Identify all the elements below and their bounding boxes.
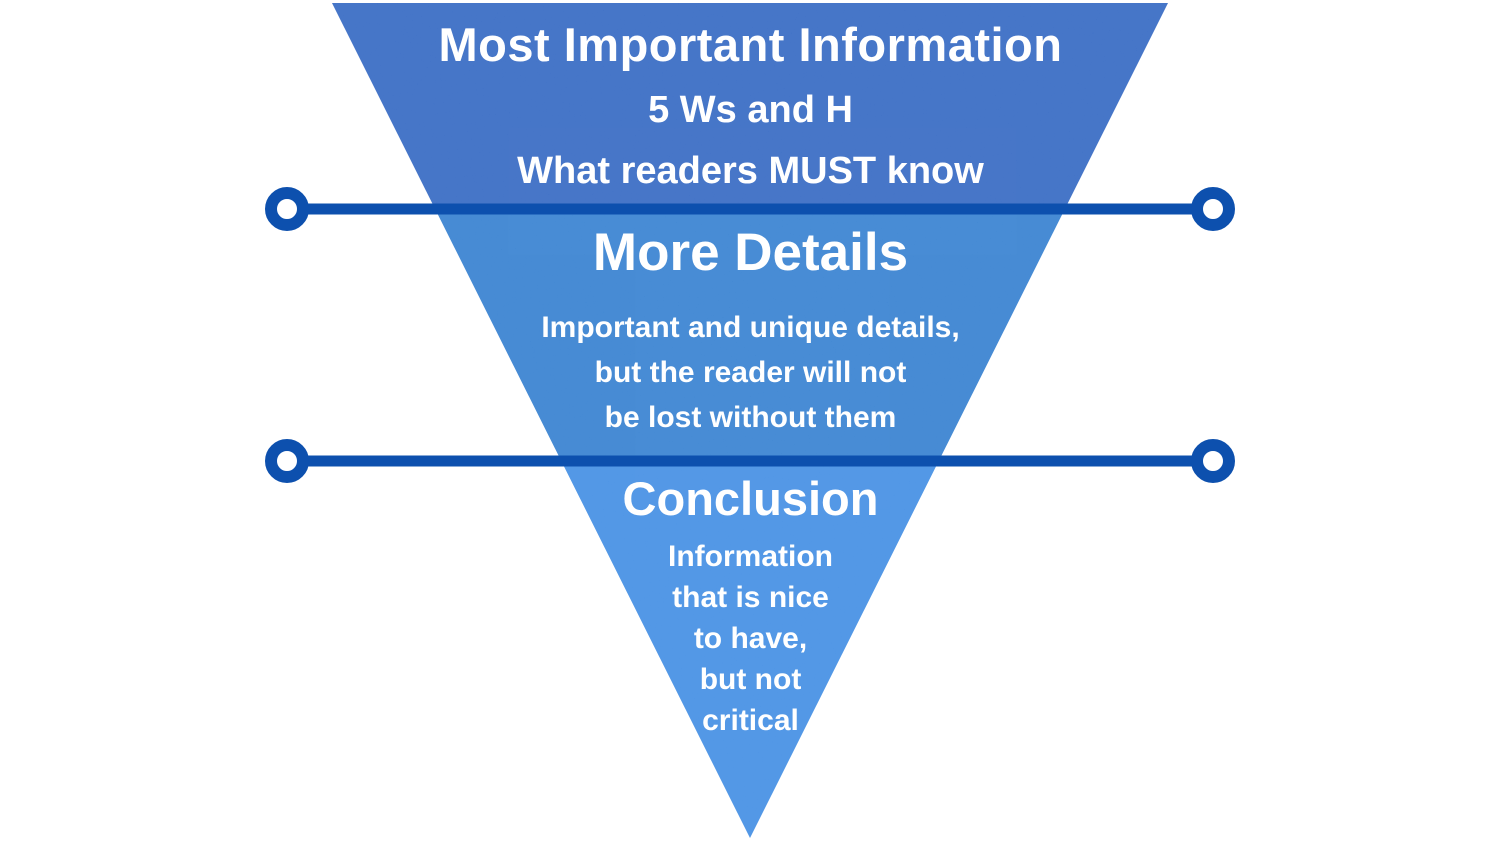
divider-2-left-endpoint-circle bbox=[265, 439, 309, 483]
divider-2-right-endpoint-circle bbox=[1191, 439, 1235, 483]
divider-1-right-endpoint-circle bbox=[1191, 187, 1235, 231]
divider-1-left-endpoint-circle bbox=[265, 187, 309, 231]
